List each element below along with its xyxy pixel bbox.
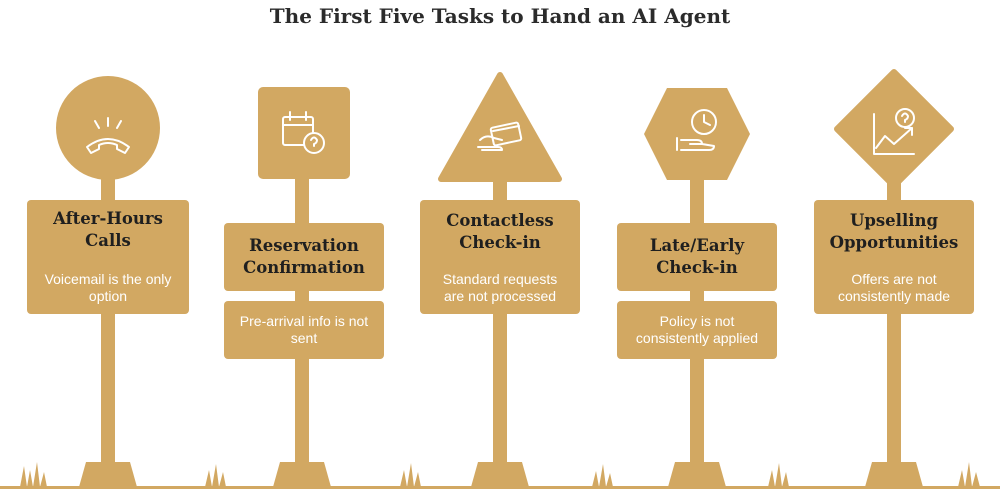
sign-title-block: Reservation Confirmation [224,223,384,291]
sign-reservation [224,87,384,487]
phone-ringing-icon [86,117,130,154]
sign-after-hours [27,76,189,487]
sign-board [420,200,580,314]
sign-head-diamond [834,69,954,189]
ground-line [0,486,1000,489]
sign-title-reservation: Reservation Confirmation [243,236,365,277]
post-base [79,462,137,487]
sign-title-block: After-Hours Calls [27,202,189,258]
sign-desc-after-hours: Voicemail is the only option [44,271,172,304]
sign-board [814,200,974,314]
sign-desc-block: Policy is not consistently applied [617,301,777,359]
page-title: The First Five Tasks to Hand an AI Agent [269,4,731,28]
sign-desc-board [224,301,384,359]
sign-board [27,200,189,314]
post-base [273,462,331,487]
sign-title-block: Contactless Check-in [420,202,580,262]
sign-title-after-hours: After-Hours Calls [53,209,163,250]
sign-desc-block: Standard requests are not processed [425,266,575,310]
sign-desc-late-early: Policy is not consistently applied [635,313,759,346]
post-base [668,462,726,487]
sign-desc-contactless: Standard requests are not processed [442,271,558,304]
sign-desc-reservation: Pre-arrival info is not sent [239,313,369,346]
sign-title-block: Upselling Opportunities [814,202,974,262]
calendar-question-icon [282,111,325,154]
chart-question-icon [873,108,915,155]
sign-head-square [258,87,350,179]
sign-head-hexagon [644,88,750,180]
sign-title-upselling: Upselling Opportunities [829,211,959,252]
sign-board [617,223,777,291]
sign-desc-block: Offers are not consistently made [819,266,969,310]
sign-desc-block: Voicemail is the only option [32,266,184,310]
sign-board [224,223,384,291]
sign-title-late-early: Late/Early Check-in [649,236,745,277]
card-payment-icon [477,121,523,151]
sign-late-early [617,88,777,487]
grass-tufts [20,462,980,487]
sign-upselling [814,69,974,487]
post-base [865,462,923,487]
sign-contactless [420,72,580,487]
clock-hand-icon [676,109,717,151]
sign-head-circle [56,76,160,180]
sign-title-block: Late/Early Check-in [617,223,777,291]
sign-desc-board [617,301,777,359]
sign-desc-block: Pre-arrival info is not sent [224,301,384,359]
sign-desc-upselling: Offers are not consistently made [837,271,951,304]
post-base [471,462,529,487]
sign-title-contactless: Contactless Check-in [446,211,554,252]
